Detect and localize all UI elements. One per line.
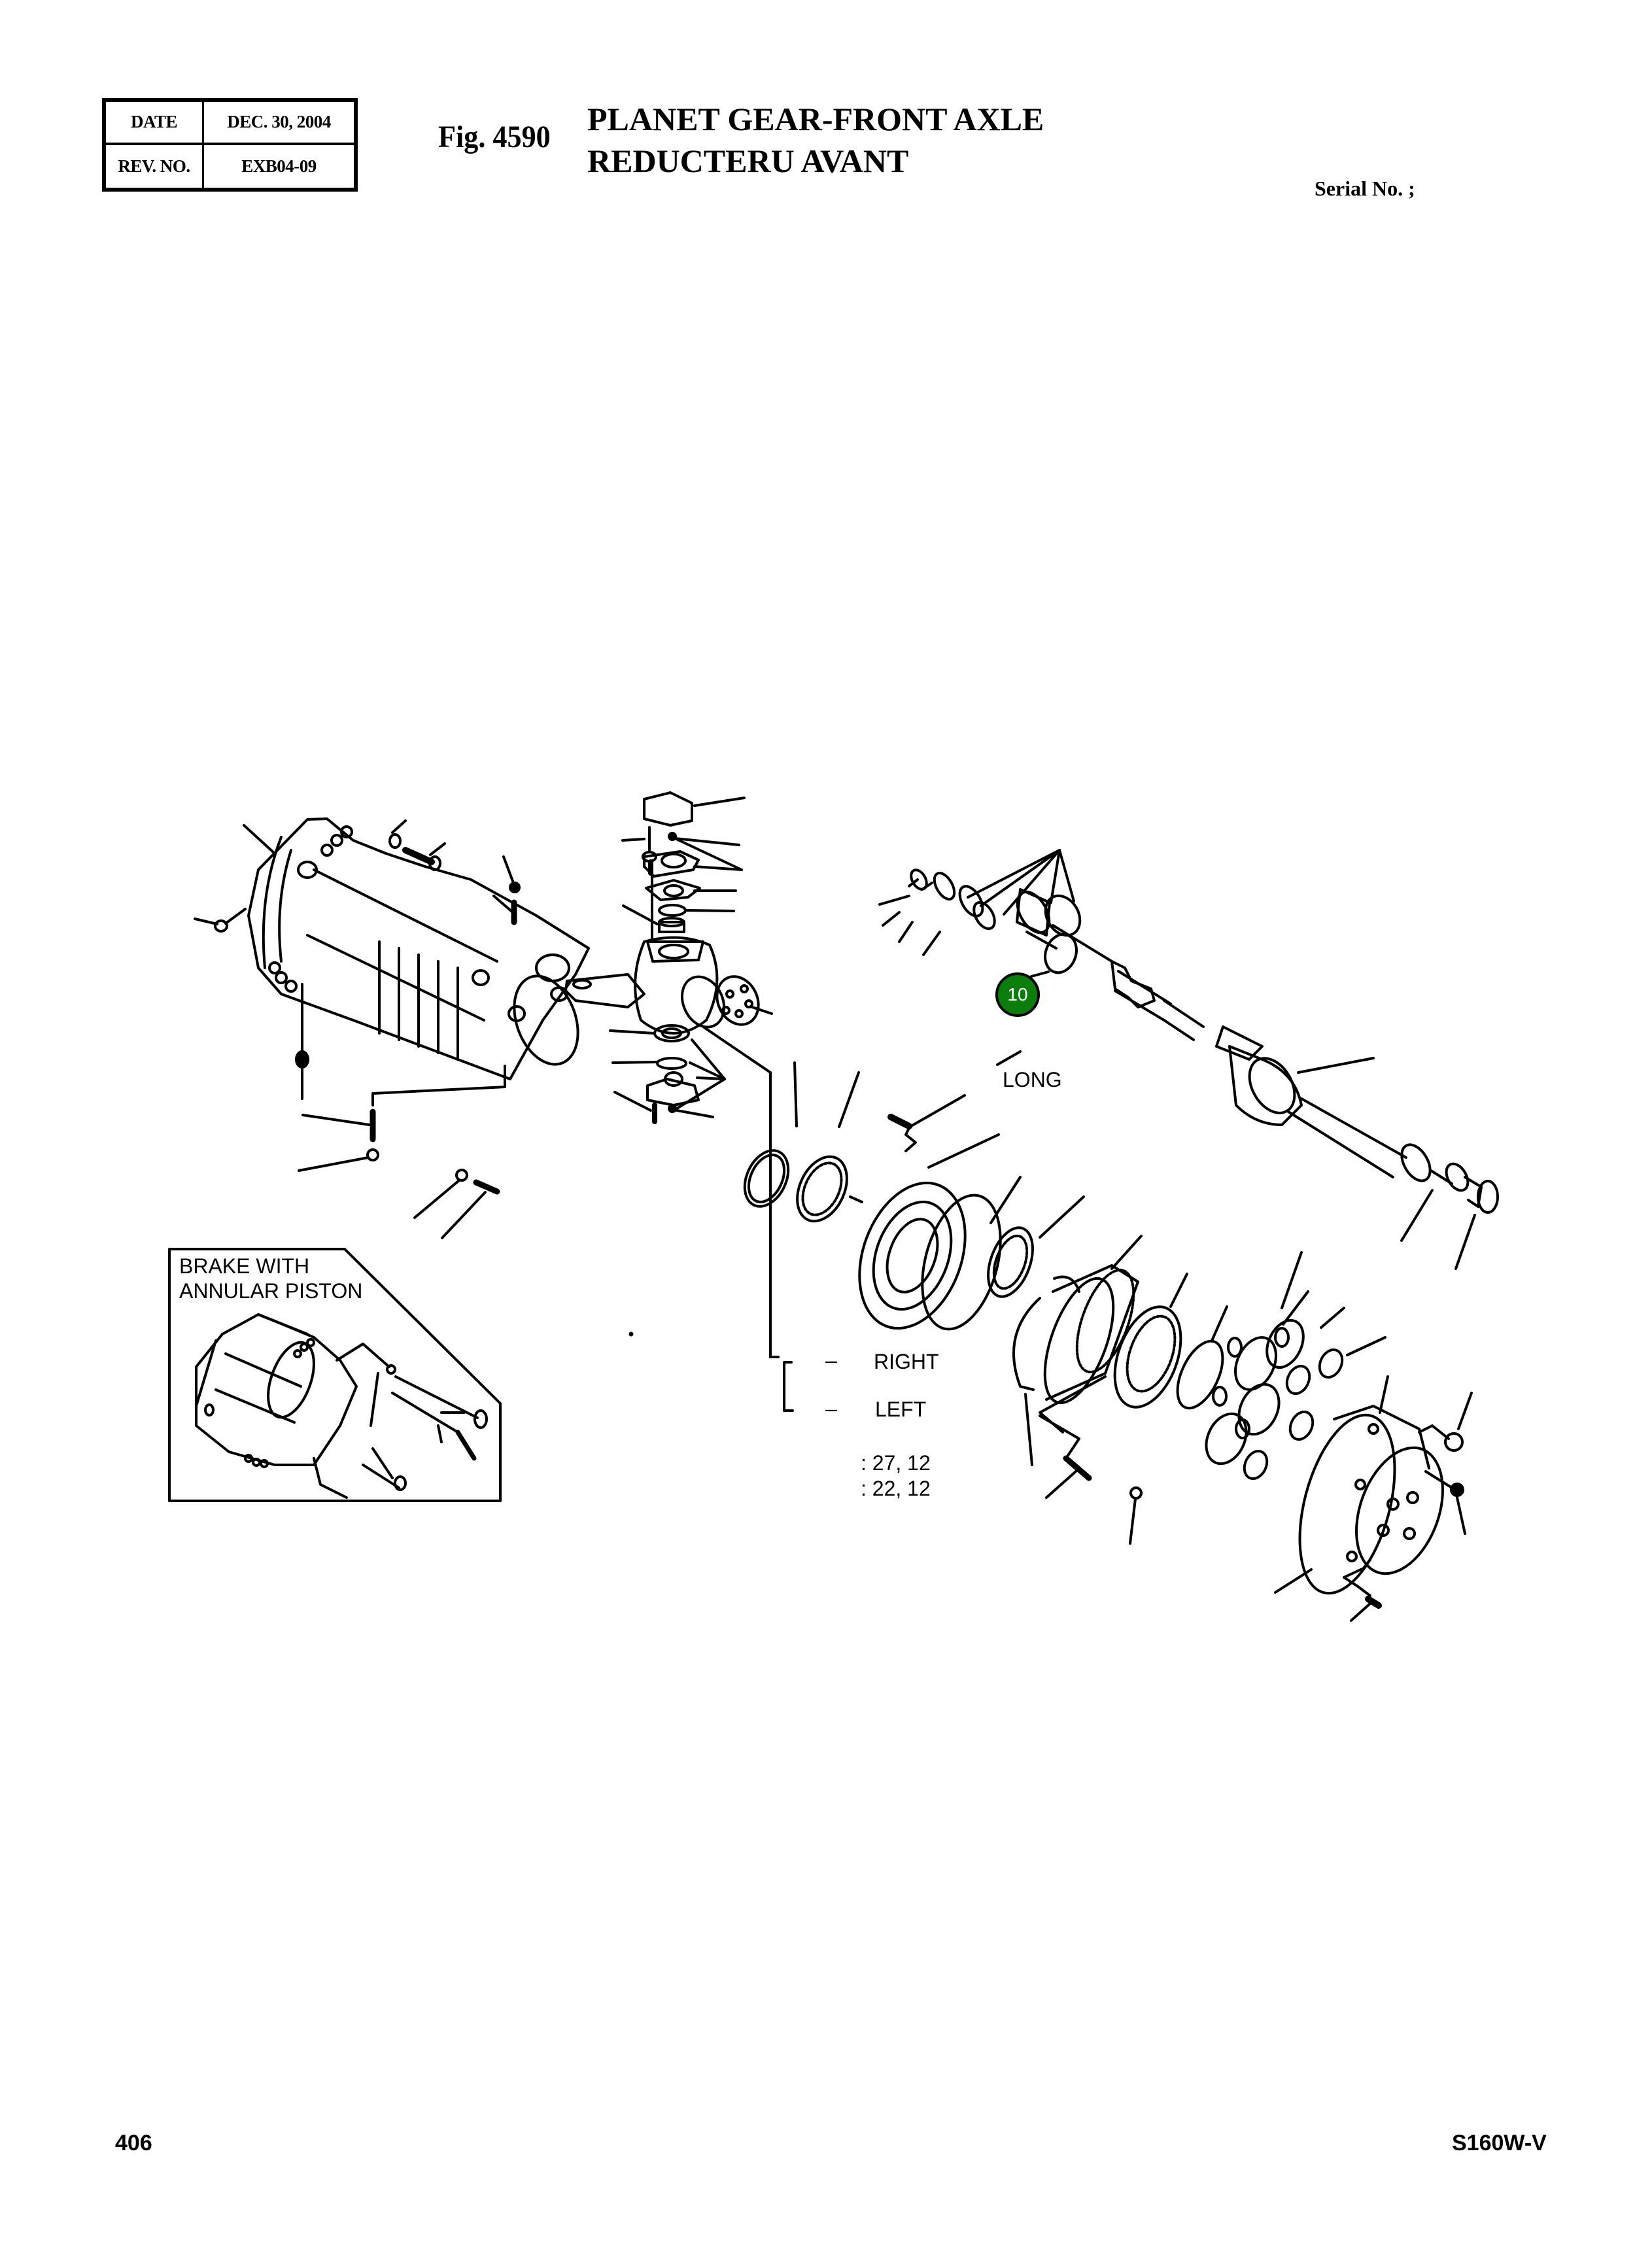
brake-inset-box xyxy=(168,1248,502,1502)
model-code: S160W-V xyxy=(1452,2131,1547,2155)
title-french: REDUCTERU AVANT xyxy=(587,143,909,179)
page-title: PLANET GEAR-FRONT AXLE REDUCTERU AVANT xyxy=(587,98,1044,182)
o-ring-part-10 xyxy=(1044,933,1078,974)
left-dash: – xyxy=(825,1397,837,1420)
right-dash: – xyxy=(825,1348,837,1372)
right-label: RIGHT xyxy=(874,1350,939,1373)
wheel-hub xyxy=(858,1094,1085,1331)
revision-table: DATE DEC. 30, 2004 REV. NO. EXB04-09 xyxy=(102,98,358,192)
ratio-right: : 27, 12 xyxy=(861,1451,931,1475)
callout-marker-10[interactable]: 10 xyxy=(995,972,1040,1017)
date-label: DATE xyxy=(106,102,204,145)
side-bracket xyxy=(769,1356,794,1412)
date-value: DEC. 30, 2004 xyxy=(204,102,354,145)
planet-gears xyxy=(1205,1251,1386,1481)
figure-number: Fig. 4590 xyxy=(438,120,551,154)
marker-leader-line xyxy=(1030,970,1050,978)
drive-shaft xyxy=(878,849,1499,1270)
seal-and-bearing xyxy=(743,1061,863,1223)
inset-label-line2: ANNULAR PISTON xyxy=(179,1279,363,1303)
serial-number-label: Serial No. ; xyxy=(1315,177,1415,200)
left-label: LEFT xyxy=(875,1398,927,1421)
rev-label: REV. NO. xyxy=(106,145,204,188)
axle-housing xyxy=(243,817,590,1080)
ratio-left: : 22, 12 xyxy=(861,1477,931,1500)
ring-gear xyxy=(1012,1235,1228,1466)
page-number: 406 xyxy=(115,2131,152,2155)
steering-knuckle xyxy=(564,791,780,1358)
carrier-stud xyxy=(1039,1415,1143,1545)
long-label: LONG xyxy=(1003,1068,1062,1091)
planet-carrier xyxy=(1274,1375,1473,1622)
long-leader-line xyxy=(996,1050,1022,1066)
title-english: PLANET GEAR-FRONT AXLE xyxy=(587,101,1044,137)
inset-label-line1: BRAKE WITH xyxy=(179,1254,310,1278)
rev-value: EXB04-09 xyxy=(241,156,317,176)
housing-fasteners xyxy=(194,819,521,1239)
callout-marker-number: 10 xyxy=(1007,984,1028,1004)
